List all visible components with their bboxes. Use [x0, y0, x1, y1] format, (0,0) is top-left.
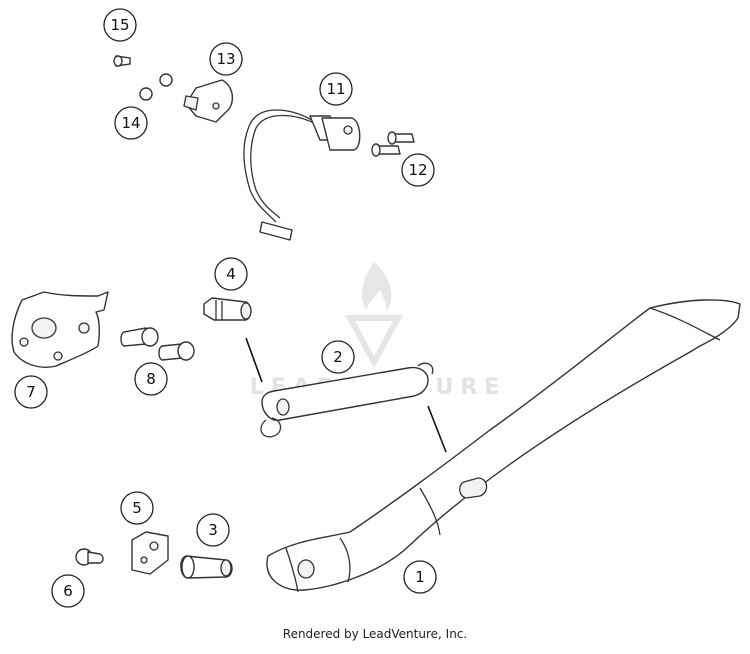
part-mounting-plate: [11, 291, 109, 368]
leader-line-2: [427, 405, 447, 453]
svg-text:6: 6: [63, 582, 73, 600]
callout-6[interactable]: 6: [51, 574, 85, 608]
svg-text:11: 11: [326, 80, 345, 98]
callout-1[interactable]: 1: [403, 560, 437, 594]
callout-15[interactable]: 15: [103, 8, 137, 42]
part-nuts-14: [139, 73, 173, 101]
part-bracket: [131, 531, 169, 575]
part-switch-housing: [183, 79, 233, 123]
watermark-logo: [361, 262, 392, 312]
svg-text:5: 5: [132, 499, 142, 517]
part-bolts-8: [120, 327, 195, 361]
svg-text:14: 14: [121, 114, 140, 132]
part-stand-switch: [243, 109, 361, 241]
svg-text:1: 1: [415, 568, 425, 586]
callout-8[interactable]: 8: [134, 362, 168, 396]
callout-2[interactable]: 2: [321, 340, 355, 374]
part-screw-15: [113, 55, 131, 67]
svg-text:8: 8: [146, 370, 156, 388]
part-spring: [260, 362, 434, 438]
footer-credit: Rendered by LeadVenture, Inc.: [282, 627, 468, 641]
svg-text:12: 12: [408, 161, 427, 179]
callout-12[interactable]: 12: [401, 153, 435, 187]
callout-4[interactable]: 4: [214, 257, 248, 291]
svg-text:13: 13: [216, 50, 235, 68]
callout-11[interactable]: 11: [319, 72, 353, 106]
svg-text:4: 4: [226, 265, 236, 283]
callout-3[interactable]: 3: [196, 513, 230, 547]
svg-text:15: 15: [110, 16, 129, 34]
watermark-chevron: [344, 315, 404, 369]
part-bolt-6: [75, 548, 104, 566]
part-switch-bolt: [203, 297, 252, 321]
part-bushing: [180, 555, 233, 579]
callout-7[interactable]: 7: [14, 375, 48, 409]
part-screws-12: [371, 131, 415, 157]
svg-text:2: 2: [333, 348, 343, 366]
leader-line-4: [245, 337, 263, 383]
svg-text:3: 3: [208, 521, 218, 539]
svg-text:7: 7: [26, 383, 36, 401]
callout-5[interactable]: 5: [120, 491, 154, 525]
part-side-stand: [266, 299, 741, 593]
callout-13[interactable]: 13: [209, 42, 243, 76]
callout-14[interactable]: 14: [114, 106, 148, 140]
